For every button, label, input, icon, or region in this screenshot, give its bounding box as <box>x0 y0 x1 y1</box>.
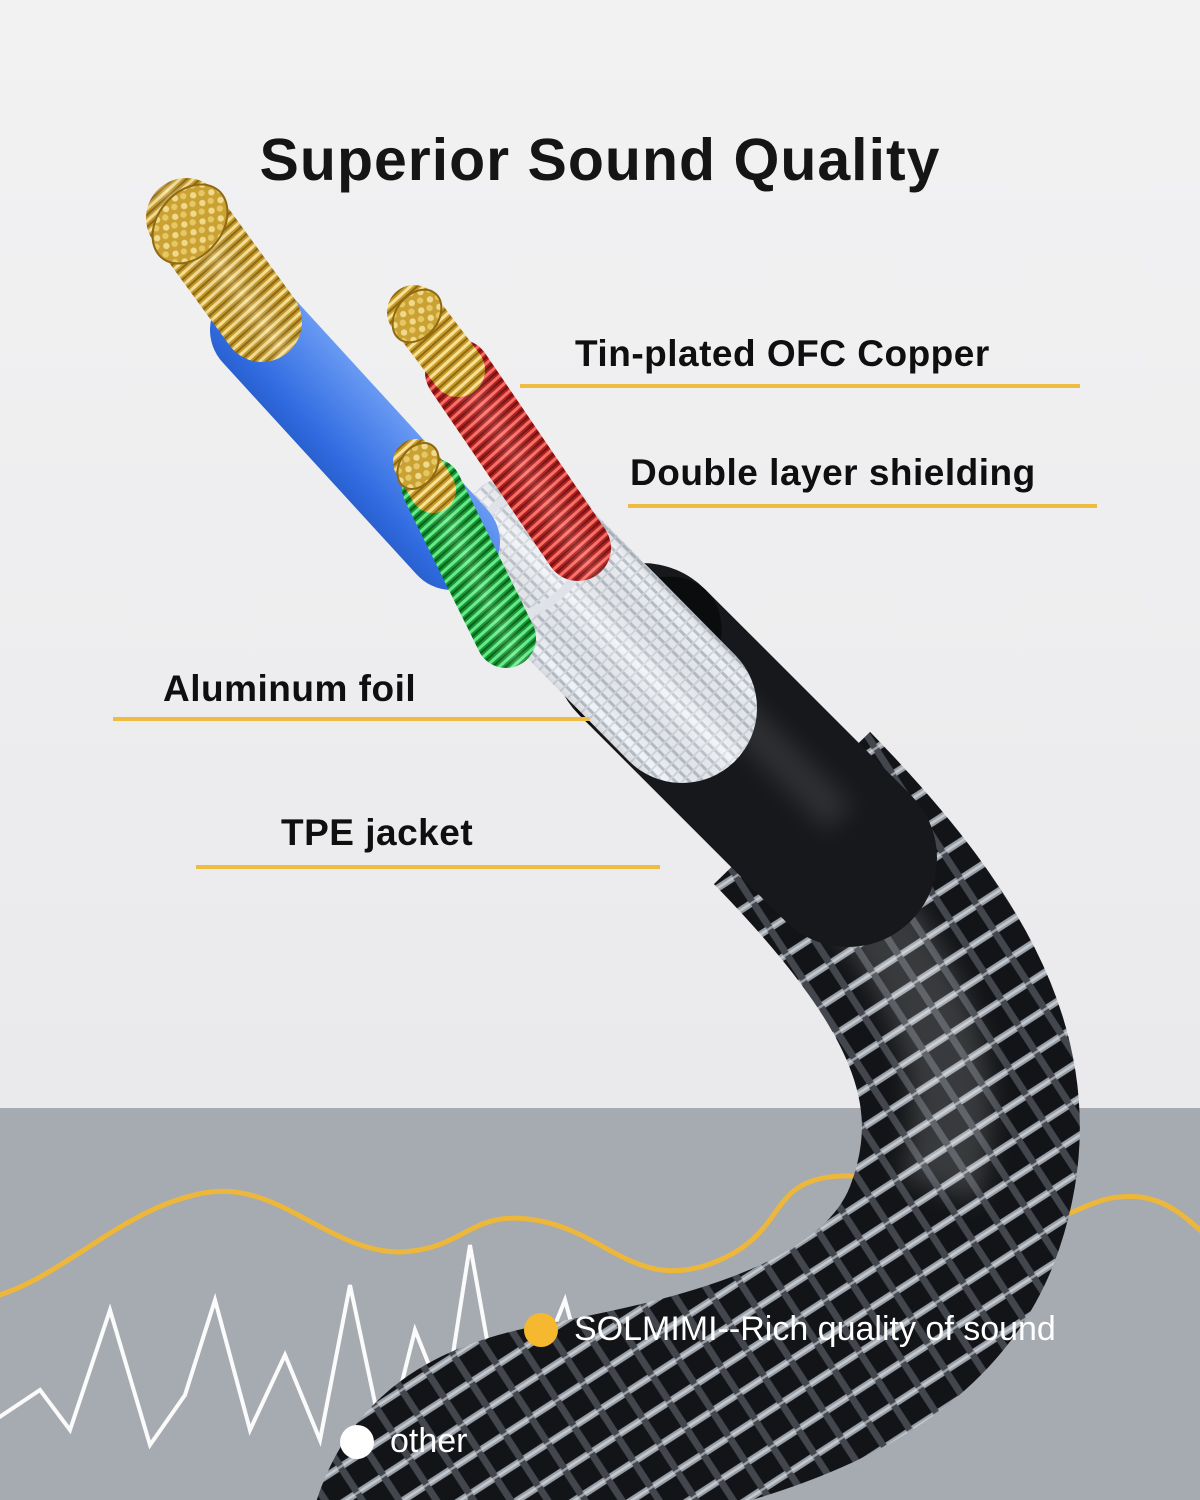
label-tin-plated-copper: Tin-plated OFC Copper <box>575 333 990 374</box>
copper-strands-tip <box>391 288 443 344</box>
page-title: Superior Sound Quality <box>259 127 941 193</box>
copper-strands-tip <box>396 442 440 490</box>
callout-line-tin <box>520 384 1080 388</box>
other-legend-label: other <box>390 1422 468 1460</box>
legend-item-other: other <box>340 1422 468 1461</box>
brand-legend-dot <box>524 1312 558 1347</box>
green-wire <box>393 439 536 668</box>
copper-strands-tip <box>151 183 229 265</box>
callout-line-shielding <box>628 504 1097 508</box>
brand-legend-label: SOLMIMI--Rich quality of sound <box>574 1310 1056 1348</box>
callout-line-foil <box>113 717 589 721</box>
callout-line-tpe <box>196 865 660 869</box>
legend-item-brand: SOLMIMI--Rich quality of sound <box>524 1310 1056 1349</box>
label-tpe-jacket: TPE jacket <box>281 812 474 853</box>
other-legend-dot <box>340 1424 374 1459</box>
label-aluminum-foil: Aluminum foil <box>163 668 417 709</box>
red-wire <box>387 285 611 581</box>
label-double-layer-shielding: Double layer shielding <box>630 452 1036 493</box>
